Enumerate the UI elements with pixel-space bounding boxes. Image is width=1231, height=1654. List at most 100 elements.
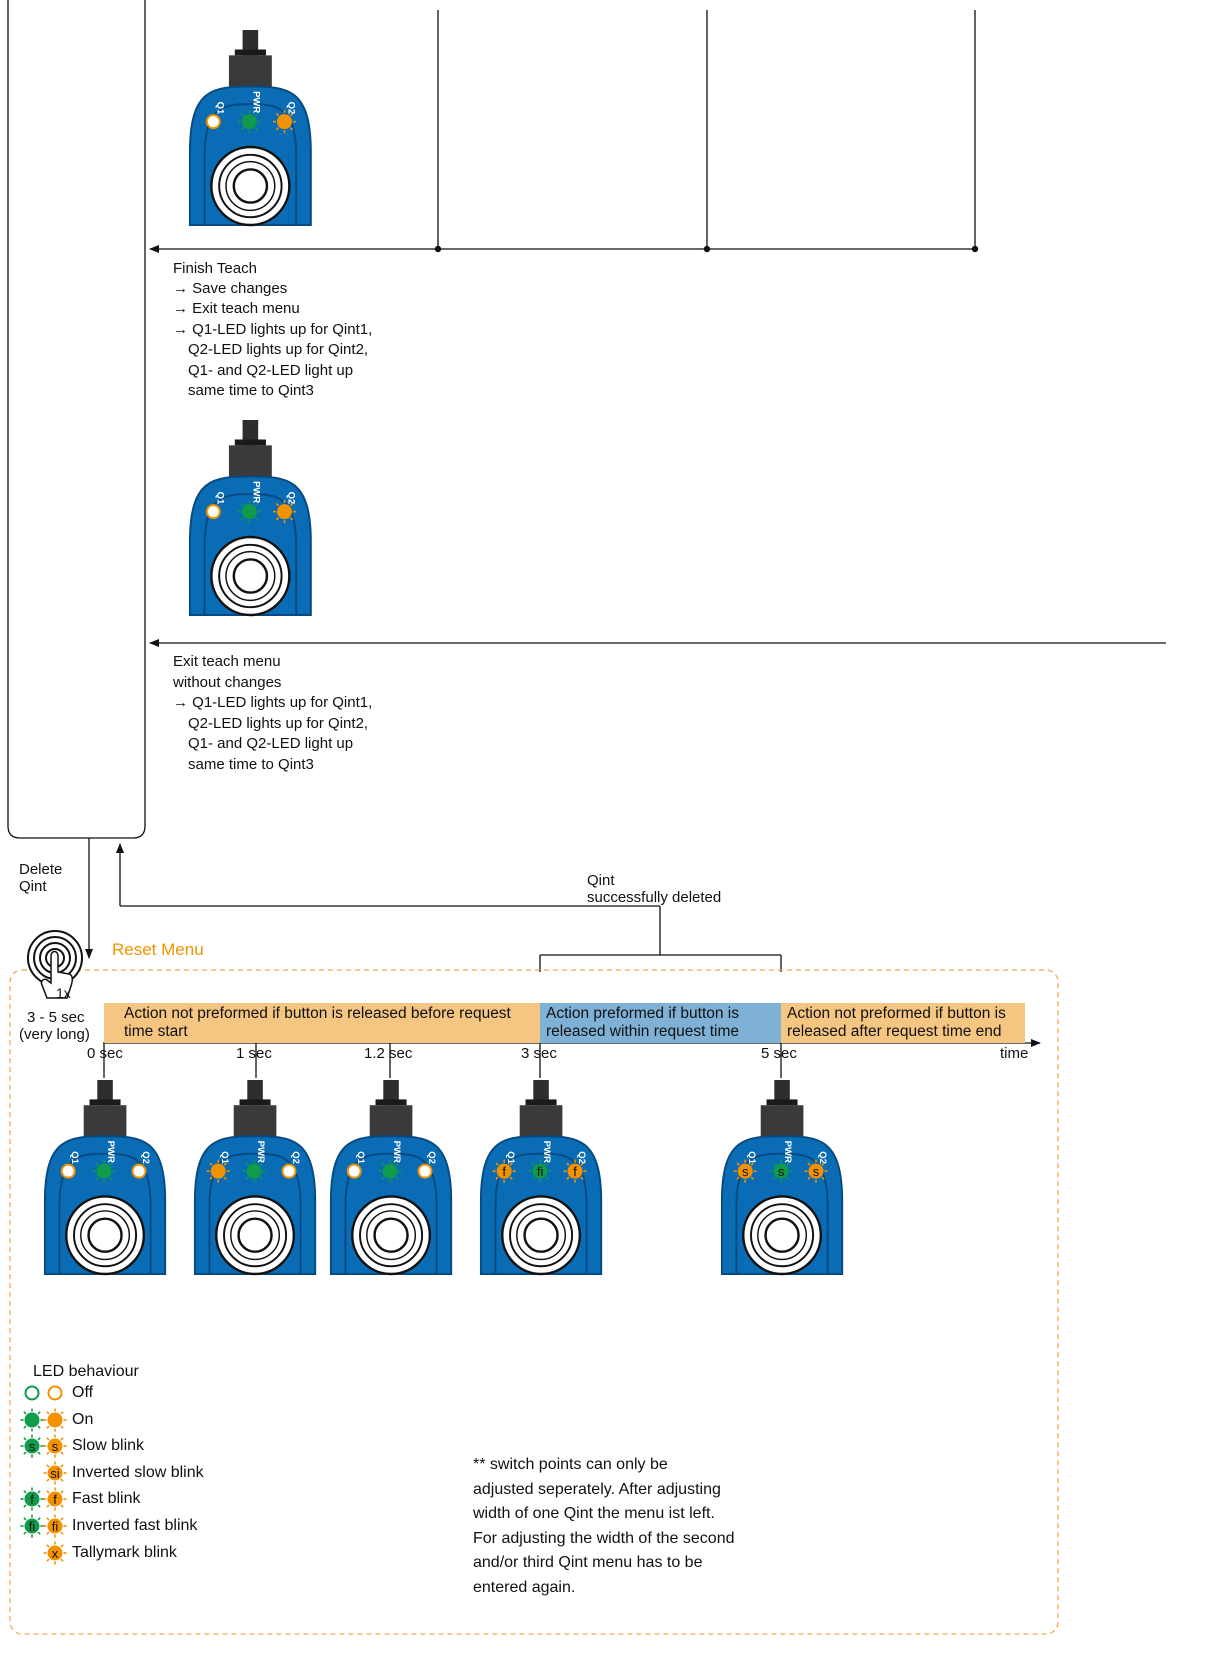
svg-text:Q1: Q1: [746, 1151, 757, 1164]
delete-label-2: Qint: [19, 878, 47, 895]
svg-text:PWR: PWR: [250, 91, 261, 113]
legend-label: Inverted slow blink: [72, 1463, 204, 1481]
svg-text:Q2: Q2: [286, 102, 297, 115]
exit-teach-subtitle: without changes: [173, 674, 282, 691]
finish-items-item: → Save changes: [173, 280, 288, 297]
svg-text:PWR: PWR: [391, 1141, 402, 1163]
svg-text:Q2: Q2: [817, 1151, 828, 1164]
footnote-line: For adjusting the width of the second: [473, 1529, 735, 1547]
svg-text:Q2: Q2: [290, 1151, 301, 1164]
bar-performed-within: Action preformed if button is released w…: [540, 1003, 781, 1043]
svg-text:f: f: [53, 1492, 57, 1507]
svg-text:Q1: Q1: [214, 492, 225, 505]
svg-text:s: s: [778, 1164, 785, 1179]
tick-4: 5 sec: [761, 1045, 797, 1062]
finish-items-item: → Exit teach menu: [173, 300, 300, 318]
tick-end: time: [1000, 1045, 1029, 1062]
exit-items-item: Q2-LED lights up for Qint2,: [188, 714, 369, 732]
svg-text:f: f: [502, 1164, 506, 1179]
finish-items-item: same time to Qint3: [188, 382, 314, 399]
svg-text:fi: fi: [537, 1164, 544, 1179]
svg-text:Q1: Q1: [505, 1151, 516, 1164]
svg-text:f: f: [573, 1164, 577, 1179]
led-state-icon: [24, 1385, 63, 1401]
svg-text:PWR: PWR: [782, 1141, 793, 1163]
tick-1: 1 sec: [236, 1045, 272, 1062]
footnote-line: adjusted seperately. After adjusting: [473, 1480, 721, 1498]
connector-lines: [7, 0, 1166, 1635]
svg-text:Q2: Q2: [426, 1151, 437, 1164]
finish-items-item: → Q1-LED lights up for Qint1,: [173, 320, 373, 338]
svg-text:PWR: PWR: [250, 481, 261, 503]
footnote-line: entered again.: [473, 1578, 576, 1596]
svg-text:Q1: Q1: [219, 1151, 230, 1164]
svg-text:fi: fi: [52, 1519, 59, 1534]
exit-items-item: same time to Qint3: [188, 755, 314, 773]
svg-text:Q1: Q1: [69, 1151, 80, 1164]
svg-text:Q1: Q1: [214, 102, 225, 115]
footnote-line: width of one Qint the menu ist left.: [473, 1505, 715, 1522]
deleted-label-2: successfully deleted: [587, 889, 722, 906]
svg-text:s: s: [742, 1164, 749, 1179]
device-exit-teach: Q1 PWR Q2: [188, 418, 313, 617]
finish-items-item: Q1- and Q2-LED light up: [188, 361, 354, 379]
svg-text:fi: fi: [29, 1519, 36, 1534]
tick-2: 1.2 sec: [364, 1045, 413, 1062]
finish-teach-title: Finish Teach: [173, 260, 257, 277]
tick-0: 0 sec: [87, 1045, 123, 1062]
svg-text:PWR: PWR: [541, 1141, 552, 1163]
footnote-line: and/or third Qint menu has to be: [473, 1554, 703, 1571]
legend-item: Off: [8, 1380, 93, 1406]
legend-label: Fast blink: [72, 1490, 141, 1508]
reset-menu-title: Reset Menu: [112, 940, 204, 959]
svg-text:s: s: [52, 1439, 59, 1454]
svg-text:f: f: [30, 1492, 34, 1507]
led-state-icon: si: [43, 1461, 67, 1485]
svg-text:PWR: PWR: [105, 1141, 116, 1163]
reset-menu-box: [9, 969, 1059, 1635]
led-state-icon: x: [43, 1541, 67, 1565]
exit-items-item: → Q1-LED lights up for Qint1,: [173, 694, 373, 711]
device-finish-teach: Q1 PWR Q2: [188, 28, 313, 227]
legend-label: Inverted fast blink: [72, 1517, 198, 1534]
deleted-label: Qint: [587, 872, 615, 889]
led-state-icon: fi fi: [20, 1514, 67, 1538]
legend-title: LED behaviour: [33, 1363, 139, 1380]
exit-items-item: Q1- and Q2-LED light up: [188, 735, 354, 753]
bar-not-performed-after: Action not preformed if button is releas…: [781, 1003, 1025, 1043]
press-duration-note: (very long): [19, 1026, 90, 1043]
svg-text:Q1: Q1: [355, 1151, 366, 1164]
tick-3: 3 sec: [521, 1045, 557, 1062]
bar-not-performed-before: Action not preformed if button is releas…: [104, 1003, 540, 1043]
legend-item: On: [8, 1407, 93, 1433]
svg-text:x: x: [52, 1546, 59, 1561]
press-count: 1x: [56, 985, 71, 1001]
finish-items-item: Q2-LED lights up for Qint2,: [188, 341, 369, 359]
led-state-icon: [20, 1408, 67, 1432]
menu-frame: [7, 0, 146, 839]
svg-text:s: s: [29, 1439, 36, 1454]
svg-text:PWR: PWR: [255, 1141, 266, 1163]
svg-text:Q2: Q2: [286, 492, 297, 505]
legend-item: si Inverted slow blink: [8, 1460, 204, 1486]
legend-label: On: [72, 1410, 94, 1428]
device-timeline-1: Q1 PWR Q2: [193, 1078, 317, 1276]
push-button-icon: [27, 930, 83, 999]
delete-label: Delete: [19, 861, 63, 878]
legend-label: Off: [72, 1384, 94, 1401]
legend-label: Slow blink: [72, 1437, 145, 1455]
svg-text:si: si: [50, 1466, 60, 1481]
device-timeline-2: Q1 PWR Q2: [329, 1078, 453, 1276]
legend-item: fi fi Inverted fast blink: [8, 1513, 197, 1539]
footnote-line: ** switch points can only be: [473, 1456, 668, 1473]
exit-teach-title: Exit teach menu: [173, 653, 281, 670]
